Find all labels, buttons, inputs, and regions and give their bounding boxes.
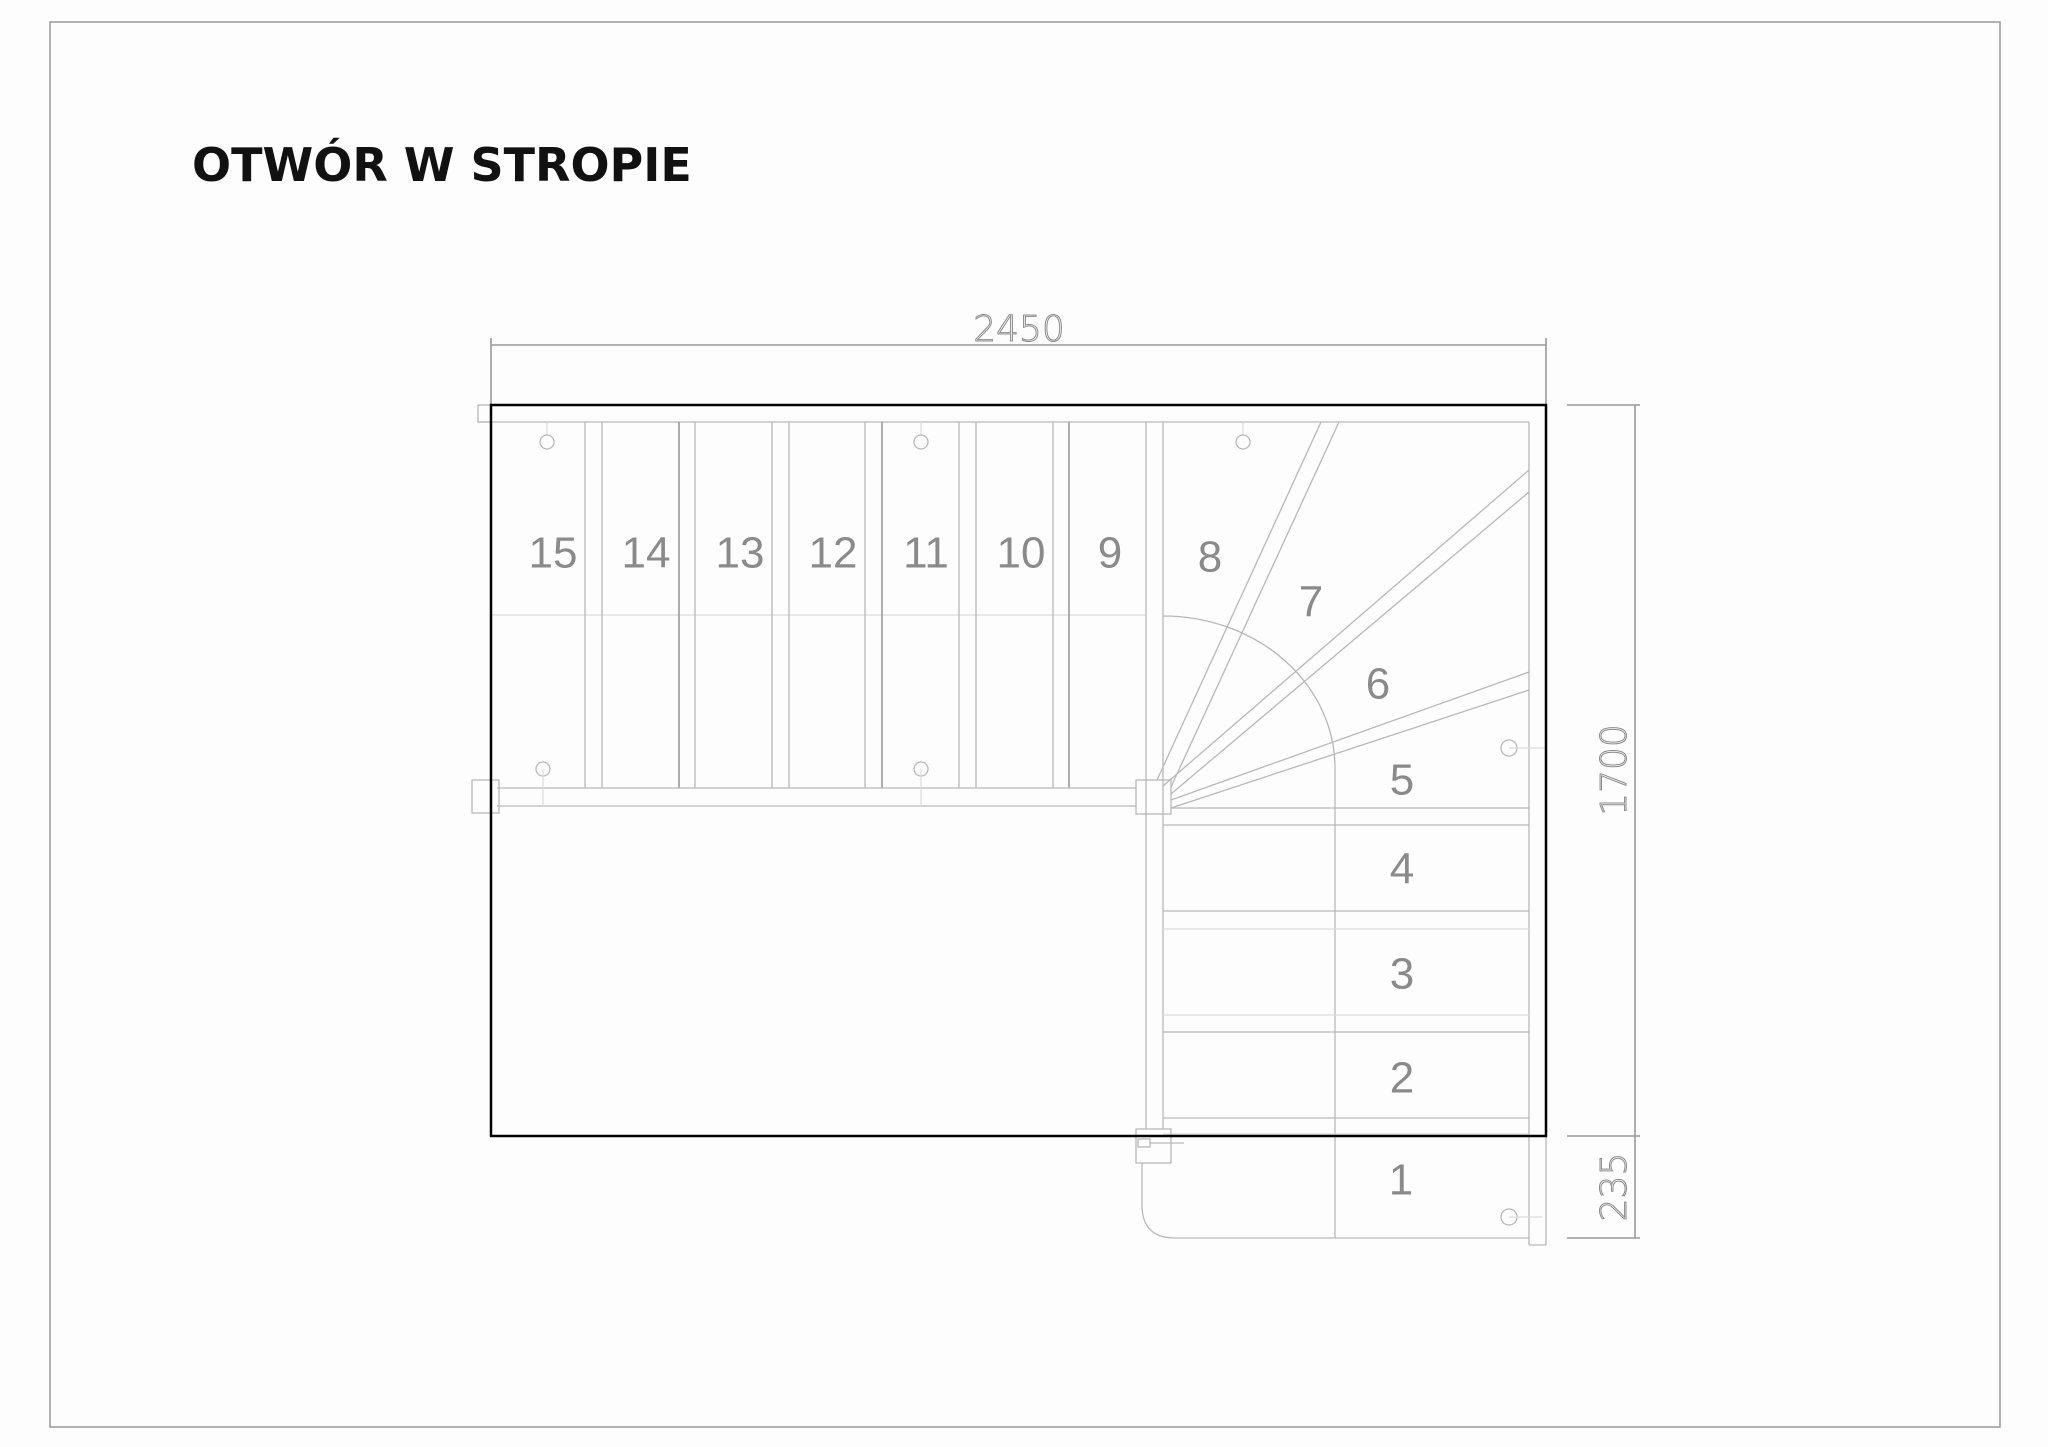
dimension-width: 2450: [490, 309, 1547, 405]
newel-post-bottom: [1135, 1128, 1172, 1164]
step-numbers: 1 2 3 4 5 6 7 8 9 10 11 12 13 14 15: [529, 529, 1415, 1205]
drawing-title: OTWÓR W STROPIE: [192, 138, 692, 192]
newel-post-center: [1135, 779, 1172, 815]
step-number: 7: [1299, 578, 1323, 627]
sheet-frame: [49, 21, 2001, 1428]
step-number: 6: [1366, 660, 1390, 709]
newel-post-left: [471, 779, 500, 814]
step-number: 9: [1098, 529, 1122, 578]
step-number: 1: [1389, 1156, 1413, 1205]
step-number: 4: [1390, 845, 1414, 894]
step-number: 8: [1198, 533, 1222, 582]
step-number: 14: [622, 529, 671, 578]
step-number: 3: [1390, 950, 1414, 999]
lower-flight-treads: [1163, 807, 1529, 1135]
dimension-width-label: 2450: [973, 309, 1065, 350]
winder-treads: [1156, 421, 1530, 809]
ceiling-opening-outline: [489, 403, 1548, 1138]
step-number: 11: [903, 529, 949, 578]
dimension-height: 1700 235: [1567, 404, 1640, 1239]
baluster-markers: [535, 422, 1546, 1226]
step-number: 12: [809, 529, 858, 578]
step-number: 13: [716, 529, 765, 578]
step-number: 2: [1390, 1054, 1414, 1103]
dimension-extension-label: 235: [1594, 1153, 1635, 1222]
dimension-height-label: 1700: [1594, 724, 1635, 816]
step-number: 15: [529, 529, 578, 578]
upper-flight-treads: [584, 422, 1070, 788]
step-number: 10: [997, 529, 1046, 578]
step-number: 5: [1390, 756, 1414, 805]
stair-plan: [471, 404, 1547, 1246]
